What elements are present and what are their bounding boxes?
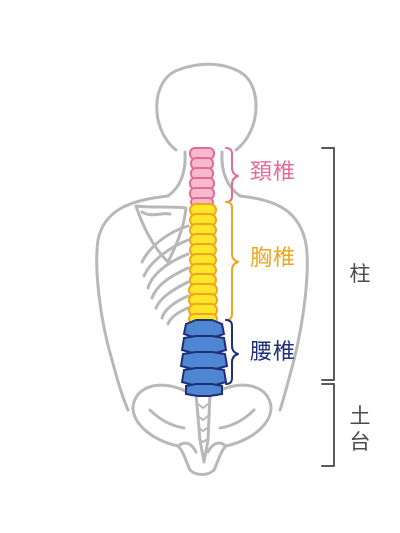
torso-outline-left <box>95 194 170 412</box>
rib <box>146 252 190 290</box>
rib <box>142 238 190 278</box>
rib <box>160 294 190 320</box>
lumbar-vertebrae <box>179 319 229 397</box>
label-cervical: 頚椎 <box>250 160 297 185</box>
rib <box>140 224 190 264</box>
head-outline <box>155 62 258 152</box>
label-foundation-bottom: 台 <box>349 430 371 454</box>
rib <box>150 266 190 300</box>
label-foundation-top: 土 <box>349 404 371 428</box>
torso-outline-right <box>238 194 309 412</box>
label-pillar: 柱 <box>349 262 371 286</box>
rib <box>154 280 190 310</box>
pelvis-outline <box>131 383 194 472</box>
foundation-bracket <box>321 383 335 467</box>
neck-right <box>220 150 242 198</box>
pillar-bracket <box>321 147 335 381</box>
scapula-outline <box>134 204 188 264</box>
thoracic-vertebrae <box>188 203 218 325</box>
cervical-bracket <box>225 147 239 203</box>
neck-left <box>166 150 187 198</box>
rib <box>166 306 190 326</box>
label-lumbar: 腰椎 <box>250 340 297 365</box>
label-thoracic: 胸椎 <box>250 246 297 271</box>
cervical-vertebrae <box>189 147 215 207</box>
thoracic-bracket <box>225 201 239 321</box>
lumbar-bracket <box>225 319 239 385</box>
